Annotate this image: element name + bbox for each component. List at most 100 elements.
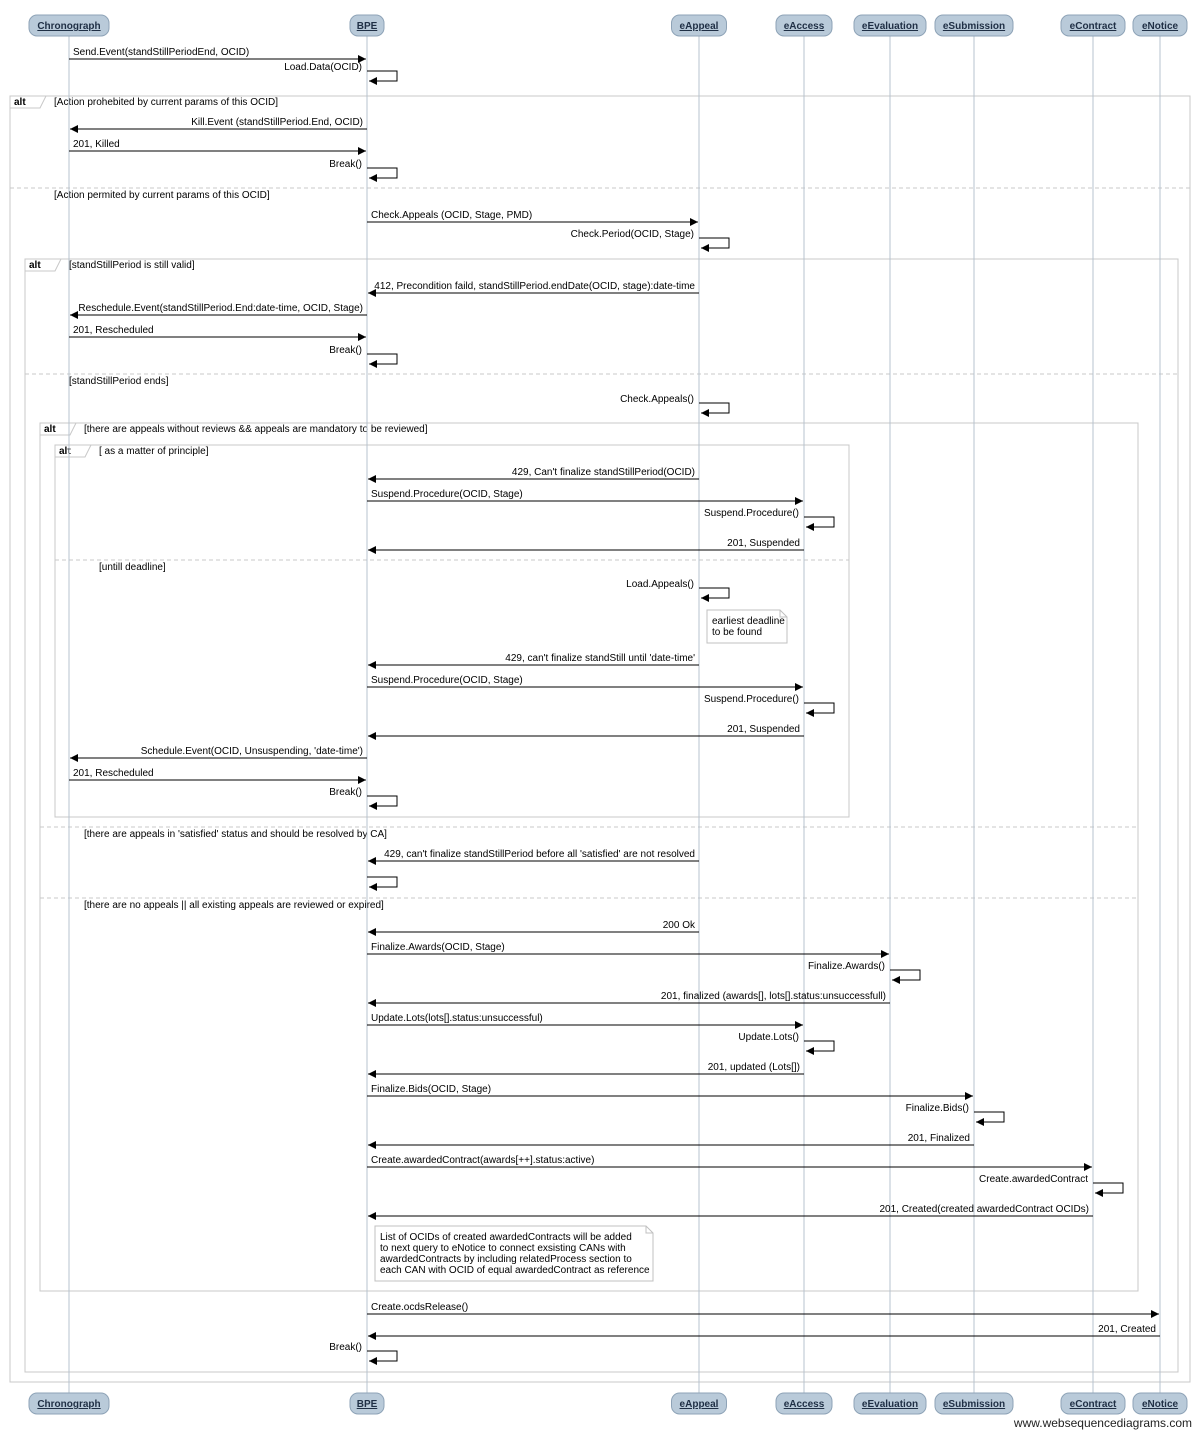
- participant-eevaluation-top: eEvaluation: [853, 14, 927, 37]
- participant-chronograph-bottom: Chronograph: [28, 1392, 110, 1415]
- participant-enotice-top: eNotice: [1132, 14, 1188, 37]
- message-arrow: Send.Event(standStillPeriodEnd, OCID): [69, 47, 366, 63]
- message-label: Check.Appeals(): [620, 394, 694, 405]
- message-label: Check.Appeals (OCID, Stage, PMD): [371, 210, 532, 221]
- message-label: 201, Suspended: [727, 538, 800, 549]
- alt-fragment: alt[standStillPeriod is still valid][sta…: [24, 258, 1179, 1373]
- message-label: 201, Created(created awardedContract OCI…: [879, 1204, 1089, 1215]
- message-label: Finalize.Awards(OCID, Stage): [371, 942, 505, 953]
- fragment-guard: [ as a matter of principle]: [99, 446, 209, 457]
- note-line: each CAN with OCID of equal awardedContr…: [380, 1265, 650, 1276]
- message-label: Kill.Event (standStillPeriod.End, OCID): [191, 117, 363, 128]
- self-message: Break(): [329, 787, 398, 810]
- self-message: Break(): [329, 345, 398, 368]
- message-arrow: 201, Suspended: [368, 724, 804, 740]
- participant-eappeal-top: eAppeal: [671, 14, 727, 37]
- message-arrow: Create.awardedContract(awards[++].status…: [367, 1155, 1092, 1171]
- self-message: [367, 876, 398, 891]
- message-arrow: 429, can't finalize standStill until 'da…: [368, 653, 699, 669]
- note-line: earliest deadline: [712, 616, 785, 627]
- note-line: to be found: [712, 627, 762, 638]
- message-label: 429, can't finalize standStillPeriod bef…: [384, 849, 695, 860]
- message-label: Send.Event(standStillPeriodEnd, OCID): [73, 47, 249, 58]
- message-label: Suspend.Procedure(OCID, Stage): [371, 489, 523, 500]
- message-arrow: 201, Suspended: [368, 538, 804, 554]
- self-message: Check.Appeals(): [620, 394, 730, 417]
- message-arrow: Finalize.Awards(OCID, Stage): [367, 942, 889, 958]
- fragment-keyword: alt: [14, 97, 26, 108]
- message-arrow: 201, finalized (awards[], lots[].status:…: [368, 991, 890, 1007]
- participant-name: eNotice: [1142, 1399, 1179, 1410]
- message-arrow: 200 Ok: [368, 920, 699, 936]
- participant-econtract-top: eContract: [1060, 14, 1126, 37]
- participant-name: eAccess: [784, 21, 825, 32]
- message-label: Suspend.Procedure(): [704, 694, 799, 705]
- participant-esubmission-top: eSubmission: [934, 14, 1014, 37]
- fragment-guard: [there are no appeals || all existing ap…: [84, 900, 384, 911]
- message-label: 201, updated (Lots[]): [708, 1062, 800, 1073]
- message-arrow: Suspend.Procedure(OCID, Stage): [367, 489, 803, 505]
- participant-eappeal-bottom: eAppeal: [671, 1392, 727, 1415]
- fragment-guard: [untill deadline]: [99, 562, 166, 573]
- message-arrow: 412, Precondition faild, standStillPerio…: [368, 281, 699, 297]
- message-arrow: 201, Rescheduled: [69, 768, 366, 784]
- message-arrow: 429, can't finalize standStillPeriod bef…: [368, 849, 699, 865]
- message-label: Finalize.Bids(): [906, 1103, 969, 1114]
- message-label: Reschedule.Event(standStillPeriod.End:da…: [78, 303, 363, 314]
- fragment-guard: [there are appeals in 'satisfied' status…: [84, 829, 387, 840]
- participant-eaccess-top: eAccess: [775, 14, 833, 37]
- self-message: Update.Lots(): [738, 1032, 835, 1055]
- fragment-guard: [Action permited by current params of th…: [54, 190, 270, 201]
- fragment-tab: [39, 422, 77, 436]
- self-message: Suspend.Procedure(): [704, 694, 835, 717]
- participant-econtract-bottom: eContract: [1060, 1392, 1126, 1415]
- note-line: awardedContracts by including relatedPro…: [380, 1254, 632, 1265]
- self-message: Check.Period(OCID, Stage): [571, 229, 730, 252]
- fragment-keyword: alt: [59, 446, 71, 457]
- message-label: Break(): [329, 787, 362, 798]
- message-label: Schedule.Event(OCID, Unsuspending, 'date…: [141, 746, 363, 757]
- message-label: 201, Rescheduled: [73, 768, 154, 779]
- message-label: Suspend.Procedure(): [704, 508, 799, 519]
- participant-name: eAppeal: [680, 1399, 719, 1410]
- participant-chronograph-top: Chronograph: [28, 14, 110, 37]
- fragment-guard: [standStillPeriod ends]: [69, 376, 169, 387]
- message-label: 429, can't finalize standStill until 'da…: [505, 653, 695, 664]
- message-label: 200 Ok: [663, 920, 696, 931]
- fragment-guard: [Action prohebited by current params of …: [54, 97, 278, 108]
- alt-fragment: alt [Action prohebited by current params …: [9, 95, 1191, 1383]
- message-arrow: 429, Can't finalize standStillPeriod(OCI…: [368, 467, 699, 483]
- message-arrow: 201, updated (Lots[]): [368, 1062, 804, 1078]
- message-arrow: 201, Killed: [69, 139, 366, 155]
- participant-name: eAccess: [784, 1399, 825, 1410]
- note-line: to next query to eNotice to connect exsi…: [380, 1243, 626, 1254]
- message-arrow: Finalize.Bids(OCID, Stage): [367, 1084, 973, 1100]
- self-message: Finalize.Bids(): [906, 1103, 1005, 1126]
- fragment-tab: [24, 258, 62, 272]
- participant-name: eContract: [1070, 1399, 1117, 1410]
- self-message: Load.Data(OCID): [284, 62, 398, 85]
- participant-esubmission-bottom: eSubmission: [934, 1392, 1014, 1415]
- participant-name: eAppeal: [680, 21, 719, 32]
- participant-eaccess-bottom: eAccess: [775, 1392, 833, 1415]
- note: List of OCIDs of created awardedContract…: [374, 1225, 654, 1282]
- message-label: Create.awardedContract: [979, 1174, 1088, 1185]
- message-arrow: Check.Appeals (OCID, Stage, PMD): [367, 210, 698, 226]
- self-message: Suspend.Procedure(): [704, 508, 835, 531]
- message-label: 201, Finalized: [908, 1133, 970, 1144]
- message-arrow: 201, Created(created awardedContract OCI…: [368, 1204, 1093, 1220]
- participant-bpe-bottom: BPE: [349, 1392, 385, 1415]
- message-label: 201, Suspended: [727, 724, 800, 735]
- fragment-keyword: alt: [44, 424, 56, 435]
- participant-name: eNotice: [1142, 21, 1179, 32]
- fragment-tab: [9, 95, 47, 109]
- message-label: Load.Appeals(): [626, 579, 694, 590]
- participant-name: BPE: [357, 21, 378, 32]
- message-label: 429, Can't finalize standStillPeriod(OCI…: [512, 467, 695, 478]
- participant-name: eEvaluation: [862, 21, 918, 32]
- self-message: Break(): [329, 1342, 398, 1365]
- message-label: Finalize.Awards(): [808, 961, 885, 972]
- alt-fragment: alt[there are appeals without reviews &&…: [39, 422, 1139, 1292]
